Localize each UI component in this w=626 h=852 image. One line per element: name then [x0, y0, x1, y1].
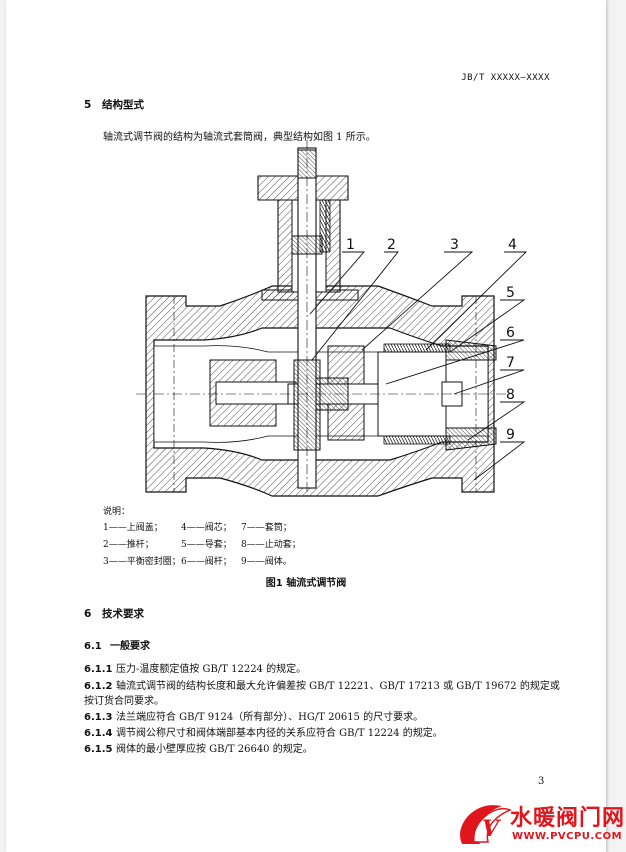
clause-text: 调节阀公称尺寸和阀体端部基本内径的关系应符合 GB/T 12224 的规定。	[116, 728, 443, 739]
clause-text: 压力-温度额定值按 GB/T 12224 的规定。	[116, 664, 307, 675]
watermark-name: 水暖阀门网	[510, 806, 626, 831]
legend-item: 2——推杆；	[103, 540, 154, 550]
legend-item: 5——导套；	[181, 540, 232, 550]
clause-text: 阀体的最小壁厚应按 GB/T 26640 的规定。	[116, 744, 313, 755]
leader-lines	[309, 251, 528, 481]
legend-item: 9——阀体。	[241, 557, 292, 567]
part-label-9: 9	[506, 427, 515, 443]
legend-item: 7——套筒；	[241, 523, 292, 533]
part-label-5: 5	[506, 285, 515, 301]
clause-number: 6.1.1	[84, 664, 113, 675]
page-number: 3	[538, 776, 545, 787]
section-5-number: 5	[84, 99, 92, 111]
clause-number: 6.1.2	[84, 681, 113, 692]
svg-text:V: V	[482, 816, 501, 842]
part-label-3: 3	[450, 237, 459, 253]
clause-number: 6.1.4	[84, 728, 113, 739]
subsection-6-1-number: 6.1	[84, 641, 102, 652]
standard-code-header: JB/T XXXXX—XXXX	[461, 73, 550, 83]
clause-text: 法兰端应符合 GB/T 9124（所有部分）、HG/T 20615 的尺寸要求。	[116, 712, 424, 723]
valve-body	[136, 140, 506, 497]
figure-caption: 图1 轴流式调节阀	[265, 578, 347, 589]
legend-item: 6——阀杆；	[181, 557, 232, 567]
clause-6-1-2-continuation: 按订货合同要求。	[84, 696, 164, 707]
legend-item: 4——阀芯；	[181, 523, 232, 533]
clause-number: 6.1.5	[84, 744, 113, 755]
legend-item: 1——上阀盖；	[103, 523, 163, 533]
clause-text: 轴流式调节阀的结构长度和最大允许偏差按 GB/T 12221、GB/T 1721…	[116, 681, 560, 692]
subsection-6-1-heading: 6.1 一般要求	[84, 637, 150, 652]
clause-number: 6.1.3	[84, 712, 113, 723]
document-page: JB/T XXXXX—XXXX 5 结构型式 轴流式调节阀的结构为轴流式套筒阀，典…	[6, 0, 606, 852]
section-6-number: 6	[84, 608, 92, 620]
legend-item: 3——平衡密封圈；	[103, 557, 181, 567]
legend-item: 8——止动套；	[241, 540, 301, 550]
section-6-title: 技术要求	[102, 608, 144, 620]
section-5-title: 结构型式	[102, 99, 144, 111]
watermark-logo-icon: V	[460, 805, 512, 844]
part-label-8: 8	[506, 387, 515, 403]
subsection-6-1-title: 一般要求	[110, 641, 150, 652]
section-5-intro: 轴流式调节阀的结构为轴流式套筒阀，典型结构如图 1 所示。	[103, 132, 376, 143]
part-label-1: 1	[346, 237, 355, 253]
valve-drawing: 1 2 3 4 5 6 7 8 9	[136, 140, 528, 497]
part-label-2: 2	[387, 237, 396, 253]
legend-title: 说明：	[103, 507, 131, 517]
section-5-heading: 5 结构型式	[84, 97, 144, 112]
part-number-labels: 1 2 3 4 5 6 7 8 9	[346, 237, 517, 443]
section-6-heading: 6 技术要求	[84, 606, 144, 621]
part-label-6: 6	[506, 325, 515, 341]
part-label-7: 7	[506, 355, 515, 371]
watermark-url: WWW.PVCPU.COM	[512, 831, 623, 842]
part-label-4: 4	[508, 237, 517, 253]
